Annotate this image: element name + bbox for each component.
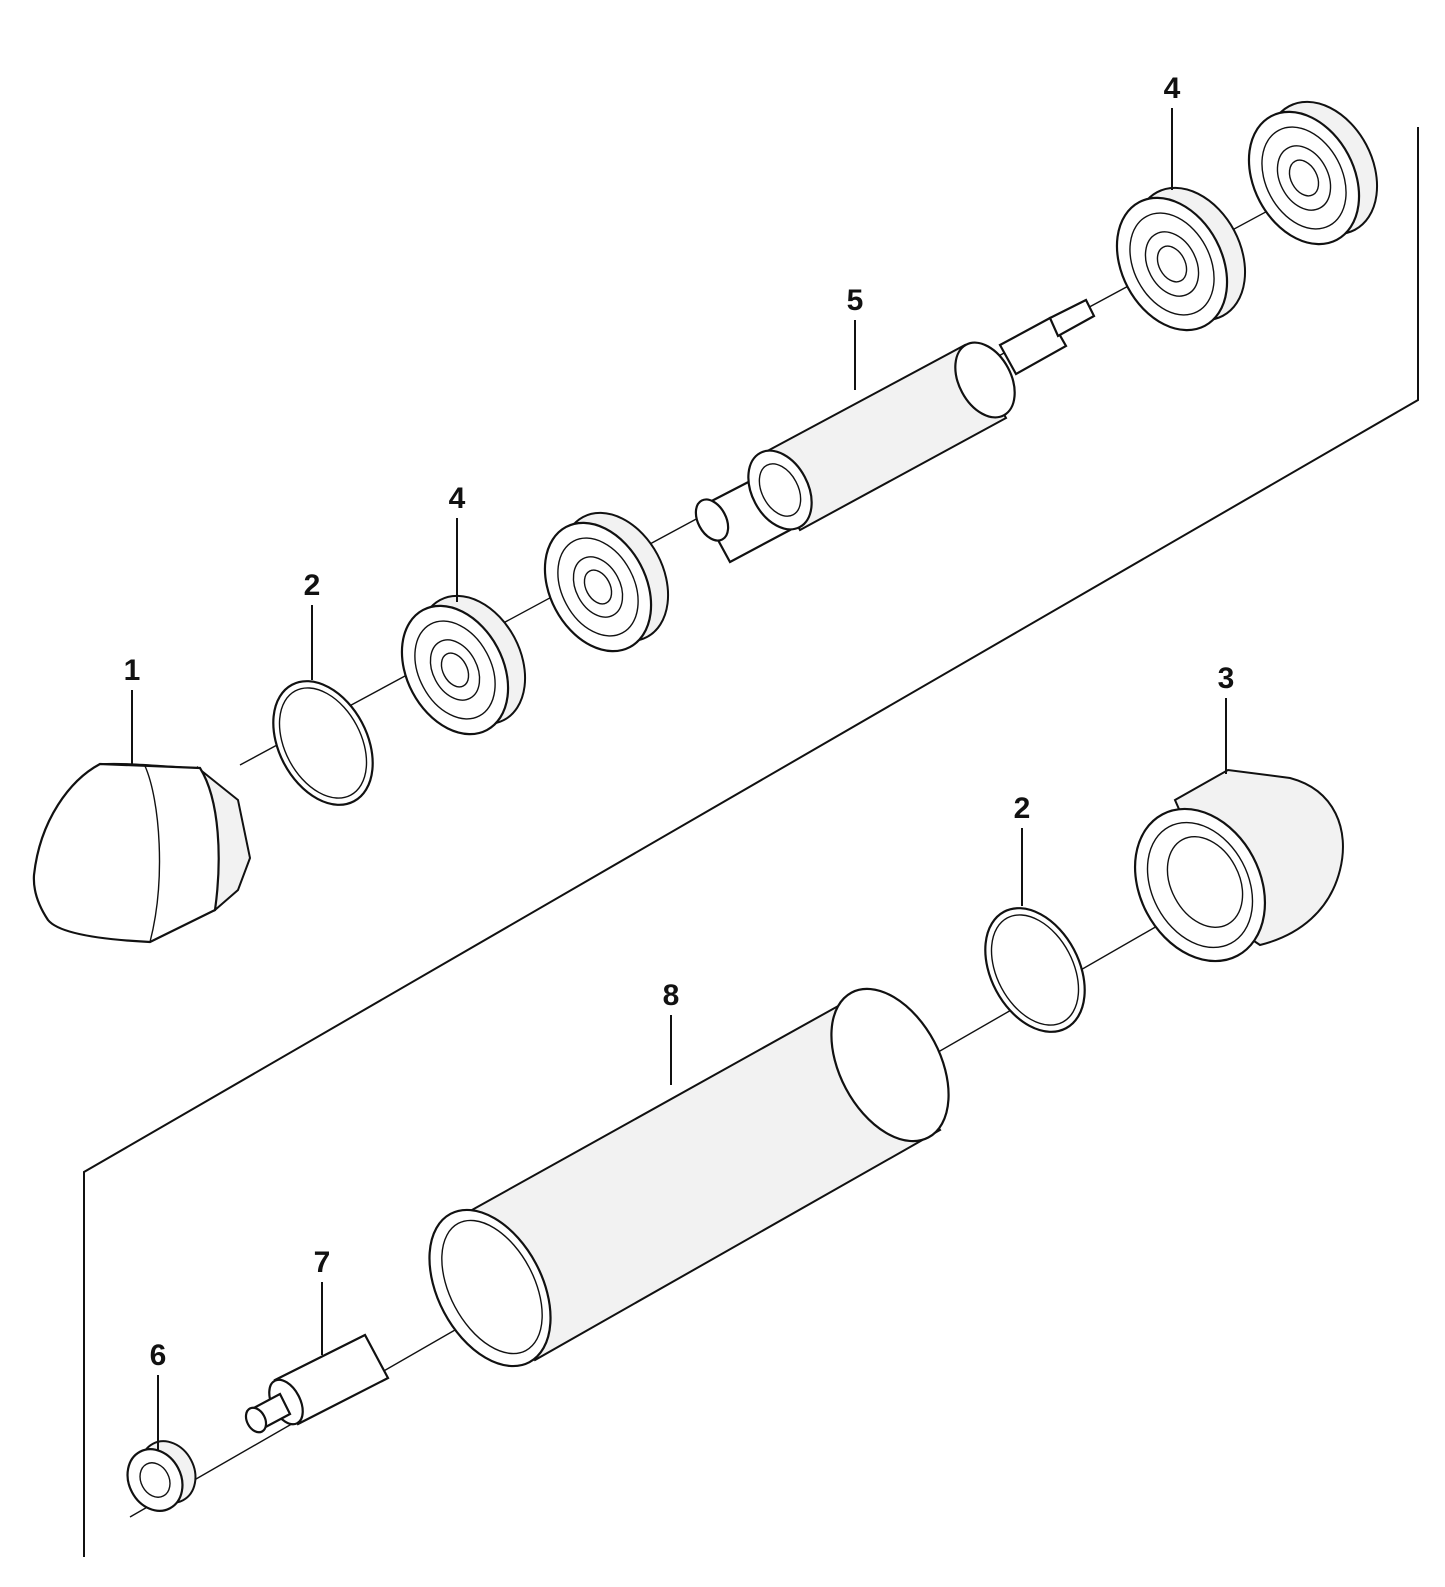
- callout-4-rear: 4: [1164, 72, 1181, 105]
- nut-part: [126, 1440, 197, 1512]
- bearing-rear-part: [1115, 186, 1247, 332]
- rear-cover-part: [1133, 768, 1344, 963]
- sleeve-part: [428, 987, 950, 1368]
- callout-1: 1: [124, 654, 141, 687]
- o-ring-rear-part: [984, 907, 1086, 1033]
- front-cover-part: [32, 762, 252, 944]
- pin-part: [244, 1333, 390, 1434]
- callout-3: 3: [1218, 662, 1235, 695]
- bearing-front-part: [400, 594, 527, 736]
- bearing-rear-second-part: [1247, 100, 1379, 246]
- callout-4-front: 4: [449, 482, 466, 515]
- callout-2-front: 2: [304, 569, 321, 602]
- callout-2-rear: 2: [1014, 792, 1031, 825]
- assembly-frame: [83, 127, 1419, 1557]
- callout-8: 8: [663, 979, 680, 1012]
- bearing-front-second-part: [543, 511, 670, 653]
- o-ring-front-part: [272, 680, 374, 806]
- callout-5: 5: [847, 284, 864, 317]
- leader-lines: [131, 108, 1227, 1450]
- callout-7: 7: [314, 1246, 331, 1279]
- shaft-part: [694, 298, 1096, 564]
- callout-labels: 1 2 3 4 4 5 6 7 8 2: [124, 72, 1235, 1372]
- callout-6: 6: [150, 1339, 167, 1372]
